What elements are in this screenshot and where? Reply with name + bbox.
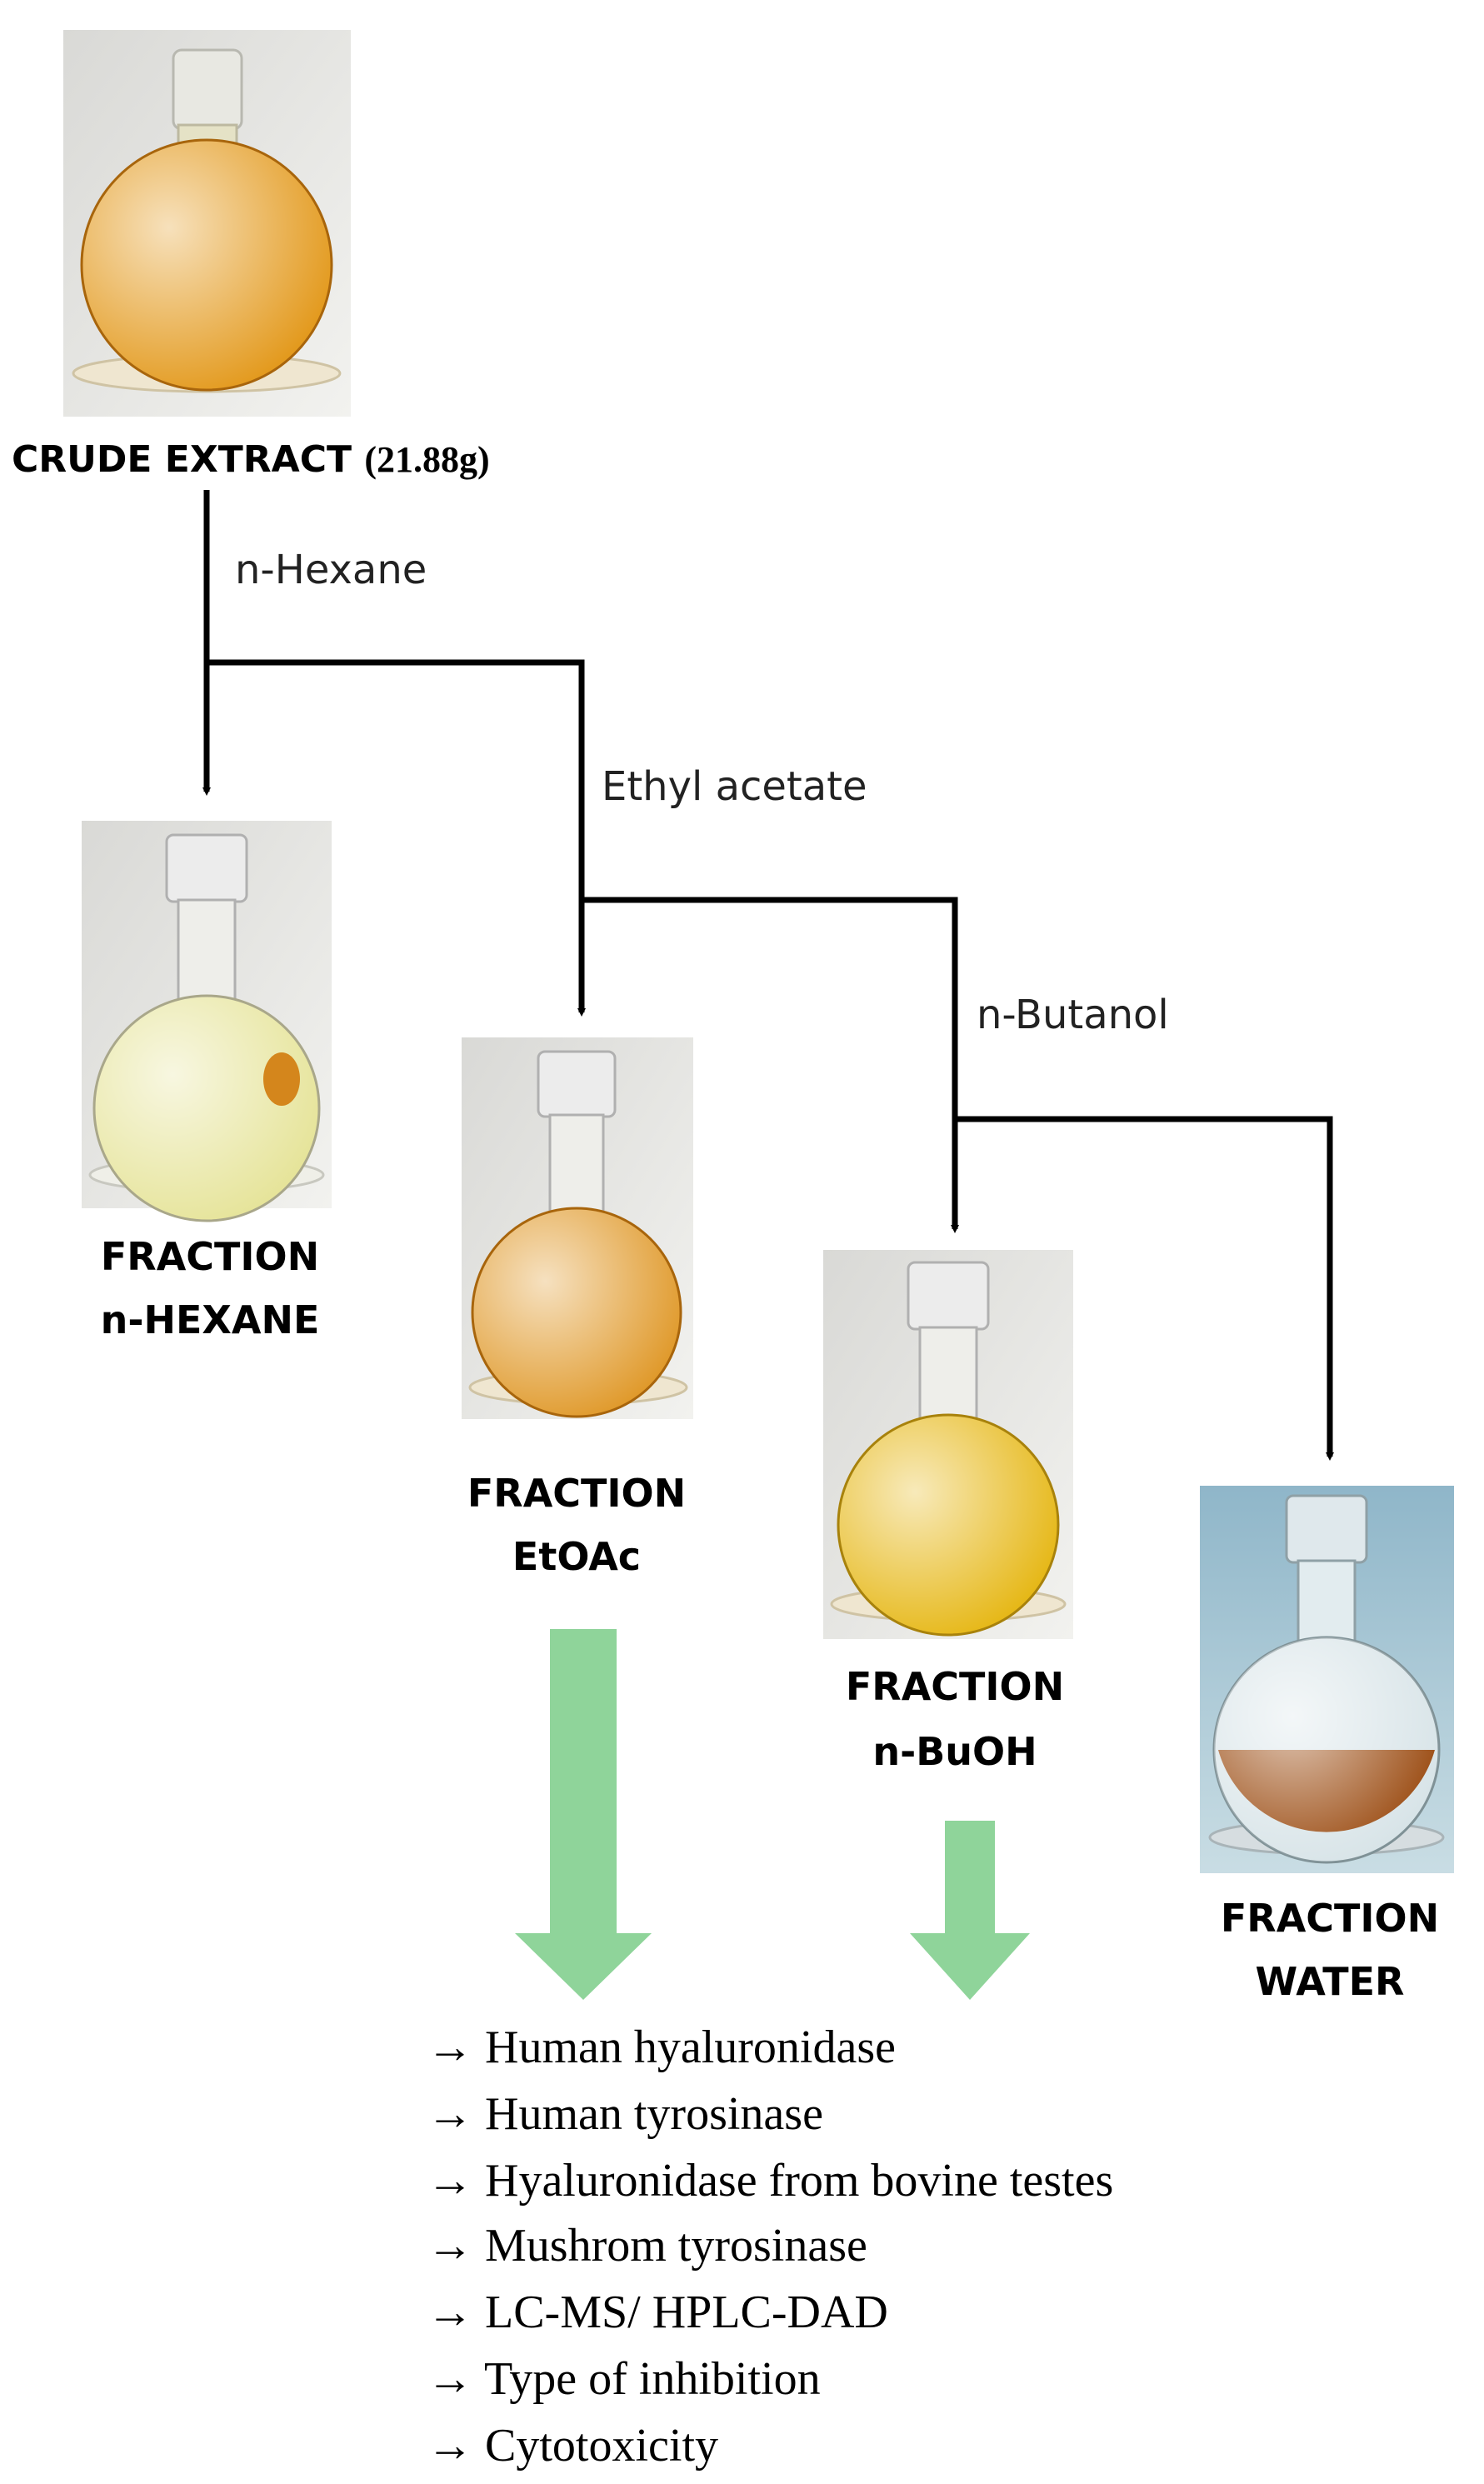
fraction-buoh-flask-image [823, 1250, 1073, 1639]
assay-item: → LC-MS/ HPLC-DAD [427, 2287, 888, 2338]
solvent-label-hexane: n-Hexane [235, 547, 427, 593]
fraction-water-label-line2: WATER [1256, 1959, 1405, 2004]
fraction-buoh-label-line2: n-BuOH [872, 1729, 1037, 1774]
crude-extract-label-main: CRUDE EXTRACT [12, 438, 364, 481]
flow-connectors [202, 490, 1334, 1461]
connector-to-water [955, 1116, 1334, 1461]
green-arrow-buoh [910, 1821, 1030, 2000]
fraction-hexane-label-line1: FRACTION [101, 1234, 319, 1279]
solvent-label-butanol: n-Butanol [977, 992, 1169, 1038]
fraction-water-flask-image [1200, 1486, 1454, 1873]
assay-item: → Type of inhibition [427, 2353, 821, 2405]
assay-list: → Human hyaluronidase → Human tyrosinase… [427, 2022, 1113, 2472]
assay-item: → Cytotoxicity [427, 2420, 718, 2472]
fraction-etoac-label-line2: EtOAc [512, 1534, 641, 1579]
green-arrow-etoac [515, 1629, 652, 2000]
assay-item: → Hyaluronidase from bovine testes [427, 2155, 1113, 2207]
fraction-buoh-label-line1: FRACTION [846, 1664, 1064, 1709]
assay-item: → Human hyaluronidase [427, 2022, 896, 2073]
fraction-water-label-line1: FRACTION [1221, 1896, 1439, 1941]
crude-extract-mass: (21.88g) [364, 439, 489, 480]
crude-extract-label: CRUDE EXTRACT (21.88g) [12, 438, 490, 481]
fraction-etoac-label-line1: FRACTION [467, 1471, 686, 1516]
assay-item: → Human tyrosinase [427, 2088, 823, 2140]
fraction-hexane-label-line2: n-HEXANE [101, 1297, 320, 1342]
fraction-etoac-flask-image [462, 1037, 693, 1419]
crude-extract-flask-image [63, 30, 351, 417]
assay-item: → Mushrom tyrosinase [427, 2220, 867, 2272]
solvent-label-ethyl-acetate: Ethyl acetate [602, 763, 867, 810]
connector-to-etoac [207, 659, 586, 1017]
fraction-hexane-flask-image [82, 821, 332, 1222]
